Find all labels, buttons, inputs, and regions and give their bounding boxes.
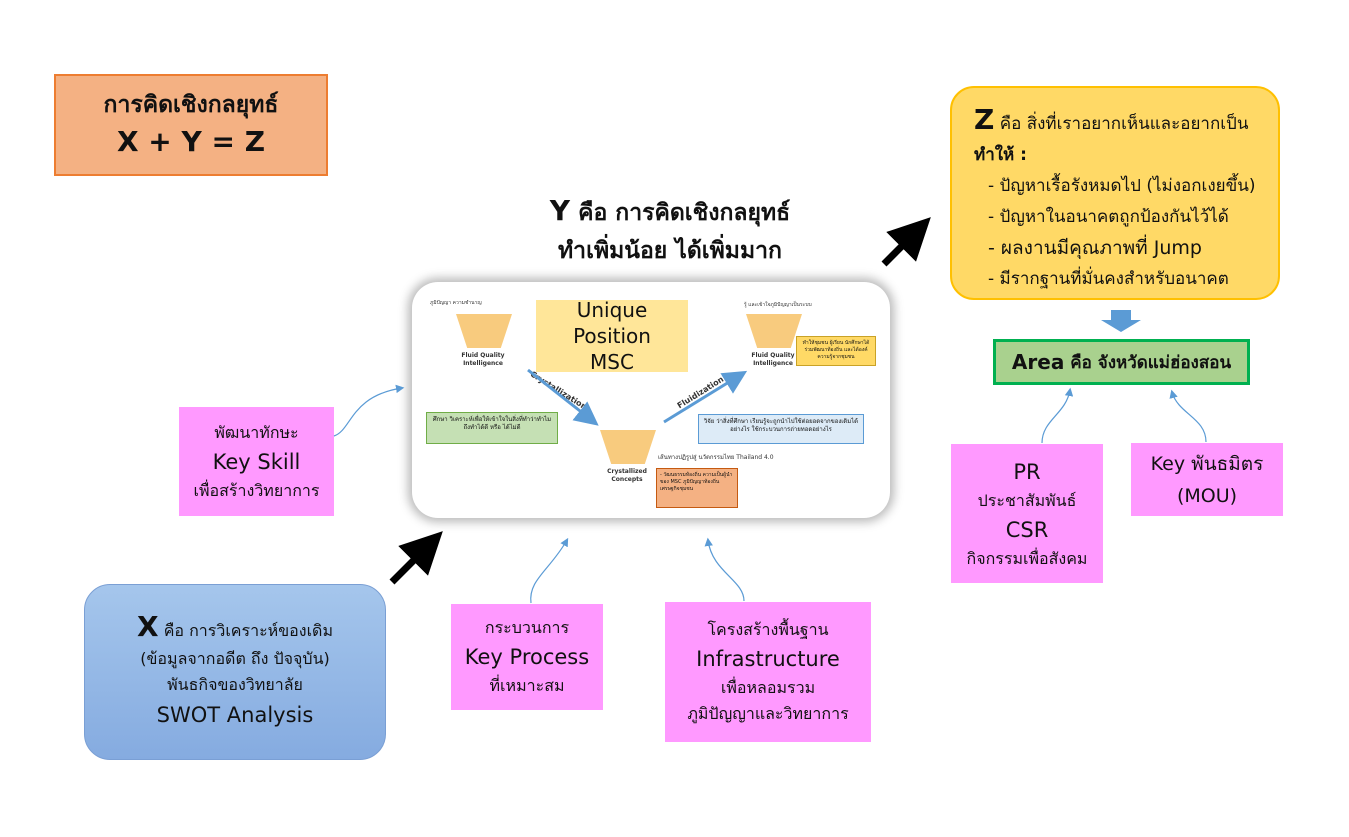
skill-line3: เพื่อสร้างวิทยาการ (193, 480, 320, 500)
right-funnel-label: Fluid Quality Intelligence (751, 352, 795, 367)
pr-connector (1041, 387, 1074, 444)
title-box: การคิดเชิงกลยุทธ์ X + Y = Z (54, 74, 328, 176)
x-to-y-arrow (389, 531, 443, 585)
area-word: Area (1011, 350, 1065, 374)
skill-line1: พัฒนาทักษะ (214, 422, 299, 442)
infra-line3: เพื่อหลอมรวม (720, 678, 816, 697)
infra-connector (704, 537, 745, 602)
thailand-text: เส้นทางปฏิรูปสู่ นวัตกรรมไทย Thailand 4.… (658, 454, 774, 461)
central-diagram-panel: ภูมิปัญญา ความชำนาญ Fluid Quality Intell… (412, 282, 890, 518)
z-item: - ปัญหาเรื้อรังหมดไป (ไม่งอกเงยขึ้น) (988, 176, 1256, 196)
center-funnel-label: Crystallized Concepts (607, 468, 647, 483)
left-top-text: ภูมิปัญญา ความชำนาญ (430, 300, 482, 306)
infrastructure-box: โครงสร้างพื้นฐาน Infrastructure เพื่อหลอ… (665, 602, 871, 742)
infra-line1: โครงสร้างพื้นฐาน (707, 620, 829, 639)
left-funnel-icon (456, 314, 512, 348)
yellow-note-box: ทำให้ชุมชน ผู้เรียน นักศึกษาได้ร่วมพัฒนา… (796, 336, 876, 366)
x-line4: SWOT Analysis (156, 703, 314, 727)
y-heading-line1: คือ การคิดเชิงกลยุทธ์ (578, 200, 791, 226)
process-line1: กระบวนการ (484, 618, 570, 637)
infra-line2: Infrastructure (696, 647, 840, 671)
x-box: X คือ การวิเคราะห์ของเดิม (ข้อมูลจากอดีต… (84, 584, 386, 760)
y-to-z-arrow (881, 217, 931, 267)
z-item: - ผลงานมีคุณภาพที่ Jump (988, 237, 1202, 259)
unique-position-box: Unique Position MSC (536, 298, 688, 374)
mou-connector (1169, 389, 1207, 443)
z-intro: คือ สิ่งที่เราอยากเห็นและอยากเป็น (999, 114, 1249, 134)
green-note-box: ศึกษา วิเคราะห์เพื่อให้เข้าใจในสิ่งที่ทำ… (426, 412, 558, 444)
skill-connector (333, 384, 405, 437)
unique-position-line2: MSC (590, 350, 634, 374)
blue-note-box: วิจัย ว่าสิ่งที่ศึกษา เรียนรู้จะถูกนำไปใ… (698, 414, 864, 444)
skill-line2: Key Skill (212, 449, 301, 474)
z-make: ทำให้ : (974, 145, 1027, 165)
right-top-text: รู้ และเข้าใจภูมิปัญญาเป็นระบบ (744, 302, 812, 308)
key-skill-box: พัฒนาทักษะ Key Skill เพื่อสร้างวิทยาการ (179, 407, 334, 516)
x-letter: X (137, 610, 159, 643)
x-line3: พันธกิจของวิทยาลัย (167, 675, 303, 694)
z-to-area-arrow (1101, 310, 1141, 332)
z-letter: Z (974, 103, 995, 136)
mou-line2: (MOU) (1176, 484, 1238, 507)
mou-line1: Key พันธมิตร (1150, 452, 1264, 475)
process-line3: ที่เหมาะสม (489, 676, 565, 695)
area-box: Area คือ จังหวัดแม่ฮ่องสอน (993, 339, 1250, 385)
z-box: Z คือ สิ่งที่เราอยากเห็นและอยากเป็น ทำให… (950, 86, 1280, 300)
center-funnel-icon (600, 430, 656, 464)
pr-line2: ประชาสัมพันธ์ (977, 490, 1077, 510)
title-formula: X + Y = Z (116, 125, 266, 158)
infra-line4: ภูมิปัญญาและวิทยาการ (687, 704, 849, 723)
pr-line1: PR (1013, 459, 1041, 484)
crystallization-label: Crystallization (528, 369, 589, 412)
z-item: - มีรากฐานที่มั่นคงสำหรับอนาคต (988, 269, 1229, 289)
process-line2: Key Process (464, 645, 590, 669)
key-process-box: กระบวนการ Key Process ที่เหมาะสม (451, 604, 603, 710)
left-funnel-label: Fluid Quality Intelligence (461, 352, 505, 367)
fluidization-label: Fluidization (675, 374, 726, 411)
pr-line3: CSR (1005, 517, 1049, 542)
unique-position-line1: Unique Position (573, 298, 651, 348)
area-rest: คือ จังหวัดแม่ฮ่องสอน (1070, 352, 1232, 373)
orange-note-box: - วัฒนธรรมท้องถิ่น ความเป็นผู้นำของ MSC … (656, 468, 738, 508)
x-line2: (ข้อมูลจากอดีต ถึง ปัจจุบัน) (140, 649, 330, 668)
y-letter: Y (549, 194, 571, 227)
pr-csr-box: PR ประชาสัมพันธ์ CSR กิจกรรมเพื่อสังคม (951, 444, 1103, 583)
title-line1: การคิดเชิงกลยุทธ์ (103, 92, 279, 118)
z-item: - ปัญหาในอนาคตถูกป้องกันไว้ได้ (988, 207, 1229, 227)
pr-line4: กิจกรรมเพื่อสังคม (966, 548, 1088, 568)
x-line1: คือ การวิเคราะห์ของเดิม (163, 621, 333, 640)
process-connector (530, 537, 569, 604)
mou-box: Key พันธมิตร (MOU) (1131, 443, 1283, 516)
z-list: - ปัญหาเรื้อรังหมดไป (ไม่งอกเงยขึ้น) - ป… (974, 171, 1256, 295)
y-heading: Y คือ การคิดเชิงกลยุทธ์ ทำเพิ่มน้อย ได้เ… (470, 192, 870, 270)
y-heading-line2: ทำเพิ่มน้อย ได้เพิ่มมาก (558, 238, 782, 264)
right-funnel-icon (746, 314, 802, 348)
